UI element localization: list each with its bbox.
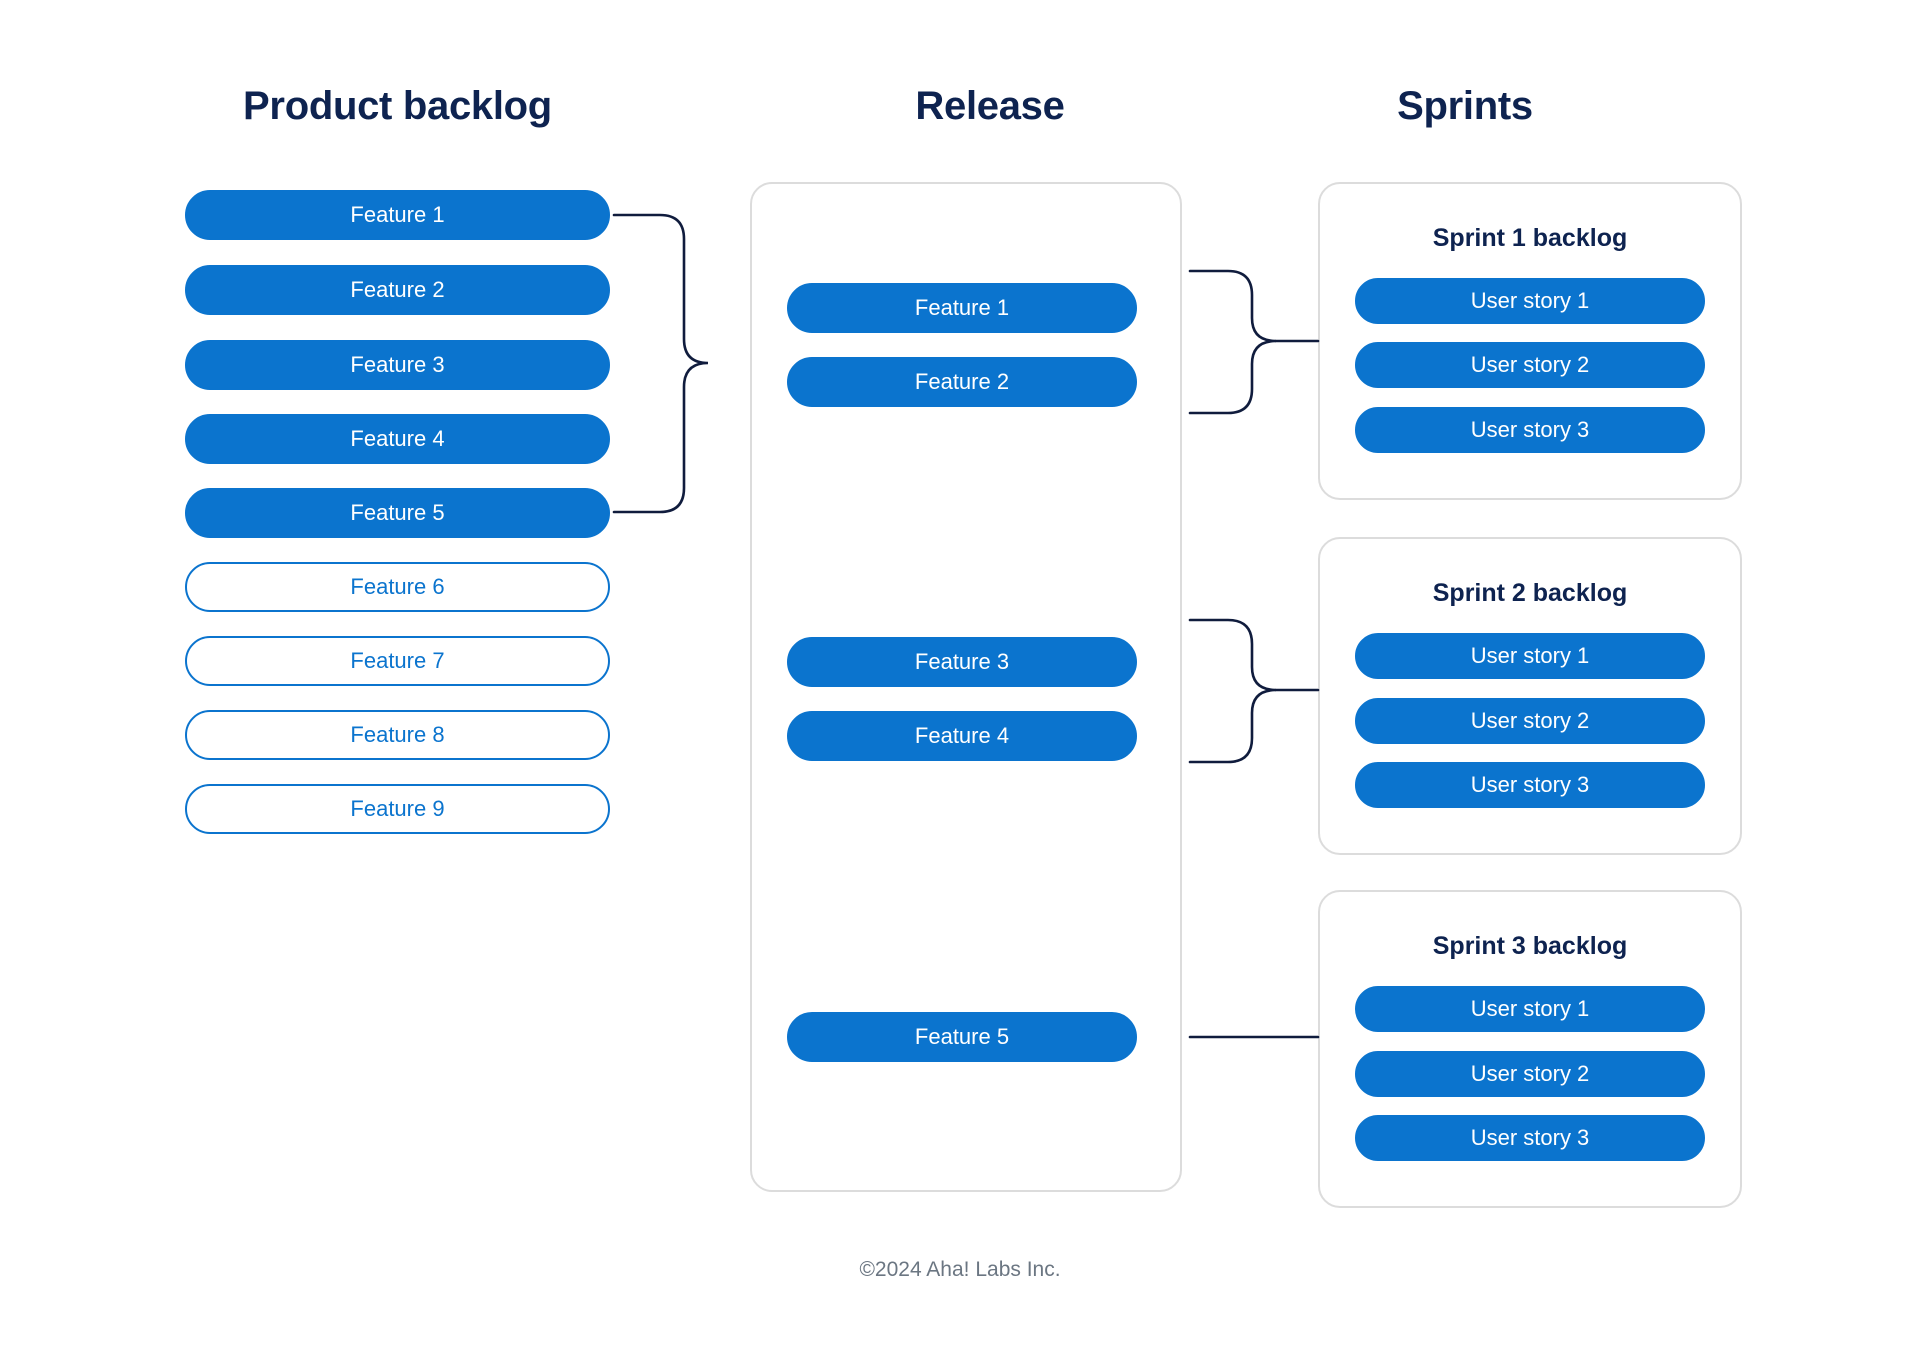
- backlog-item-feature-4[interactable]: Feature 4: [185, 414, 610, 464]
- release-item-feature-3[interactable]: Feature 3: [787, 637, 1137, 687]
- sprint-3-story-3[interactable]: User story 3: [1355, 1115, 1705, 1161]
- sprint-3-story-2[interactable]: User story 2: [1355, 1051, 1705, 1097]
- sprint-3-story-1[interactable]: User story 1: [1355, 986, 1705, 1032]
- release-item-feature-5[interactable]: Feature 5: [787, 1012, 1137, 1062]
- backlog-item-feature-6[interactable]: Feature 6: [185, 562, 610, 612]
- sprint-1-title: Sprint 1 backlog: [1432, 224, 1628, 252]
- backlog-item-feature-2[interactable]: Feature 2: [185, 265, 610, 315]
- sprint-1-story-3[interactable]: User story 3: [1355, 407, 1705, 453]
- backlog-item-feature-3[interactable]: Feature 3: [185, 340, 610, 390]
- sprint-2-story-2[interactable]: User story 2: [1355, 698, 1705, 744]
- backlog-item-feature-1[interactable]: Feature 1: [185, 190, 610, 240]
- sprint-3-title: Sprint 3 backlog: [1432, 932, 1628, 960]
- sprint-2-story-3[interactable]: User story 3: [1355, 762, 1705, 808]
- release-item-feature-4[interactable]: Feature 4: [787, 711, 1137, 761]
- backlog-item-feature-5[interactable]: Feature 5: [185, 488, 610, 538]
- column-title-sprints: Sprints: [1397, 84, 1533, 128]
- backlog-item-feature-7[interactable]: Feature 7: [185, 636, 610, 686]
- release-item-feature-2[interactable]: Feature 2: [787, 357, 1137, 407]
- connector-release-to-sprint-1: [1188, 269, 1277, 415]
- column-title-release: Release: [915, 84, 1065, 128]
- sprint-2-story-1[interactable]: User story 1: [1355, 633, 1705, 679]
- sprint-2-title: Sprint 2 backlog: [1432, 579, 1628, 607]
- sprint-1-story-2[interactable]: User story 2: [1355, 342, 1705, 388]
- sprint-1-story-1[interactable]: User story 1: [1355, 278, 1705, 324]
- column-title-product-backlog: Product backlog: [243, 84, 552, 128]
- footer-copyright: ©2024 Aha! Labs Inc.: [859, 1258, 1061, 1281]
- backlog-item-feature-9[interactable]: Feature 9: [185, 784, 610, 834]
- backlog-item-feature-8[interactable]: Feature 8: [185, 710, 610, 760]
- connector-release-to-sprint-2: [1188, 618, 1277, 764]
- connector-backlog-to-release: [612, 213, 709, 514]
- release-item-feature-1[interactable]: Feature 1: [787, 283, 1137, 333]
